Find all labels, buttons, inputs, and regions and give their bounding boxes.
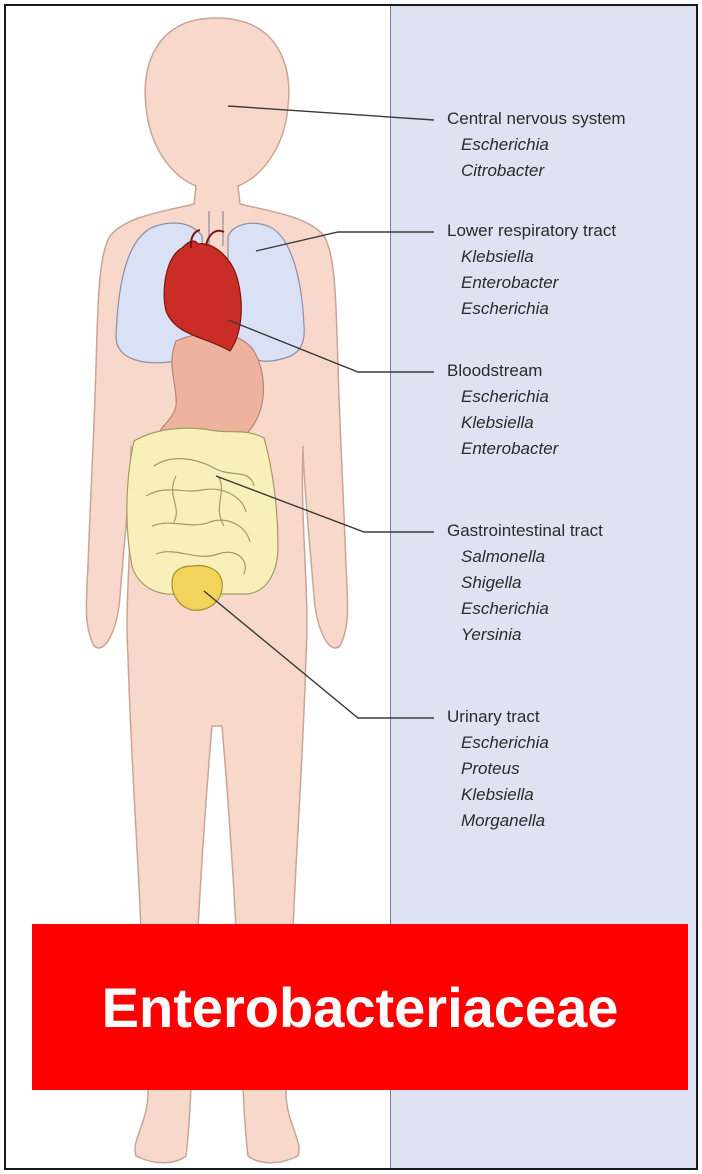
site-name: Gastrointestinal tract [447,518,603,544]
site-name: Bloodstream [447,358,558,384]
label-gastrointestinal-tract: Gastrointestinal tract Salmonella Shigel… [447,518,603,648]
figure-frame: Central nervous system Escherichia Citro… [4,4,698,1170]
site-name: Urinary tract [447,704,549,730]
organism-name: Escherichia [447,384,558,410]
organism-name: Enterobacter [447,270,616,296]
organism-name: Klebsiella [447,244,616,270]
organism-name: Escherichia [447,296,616,322]
label-lower-respiratory-tract: Lower respiratory tract Klebsiella Enter… [447,218,616,322]
title-text: Enterobacteriaceae [102,975,619,1040]
title-banner: Enterobacteriaceae [32,924,688,1090]
organism-name: Shigella [447,570,603,596]
organism-name: Klebsiella [447,782,549,808]
organism-name: Enterobacter [447,436,558,462]
organism-name: Citrobacter [447,158,626,184]
organism-name: Escherichia [447,132,626,158]
site-name: Lower respiratory tract [447,218,616,244]
organism-name: Escherichia [447,730,549,756]
organism-name: Salmonella [447,544,603,570]
organism-name: Klebsiella [447,410,558,436]
organism-name: Morganella [447,808,549,834]
label-central-nervous-system: Central nervous system Escherichia Citro… [447,106,626,184]
organism-name: Escherichia [447,596,603,622]
organism-name: Proteus [447,756,549,782]
site-name: Central nervous system [447,106,626,132]
label-urinary-tract: Urinary tract Escherichia Proteus Klebsi… [447,704,549,834]
organism-name: Yersinia [447,622,603,648]
bladder [172,566,222,611]
label-bloodstream: Bloodstream Escherichia Klebsiella Enter… [447,358,558,462]
